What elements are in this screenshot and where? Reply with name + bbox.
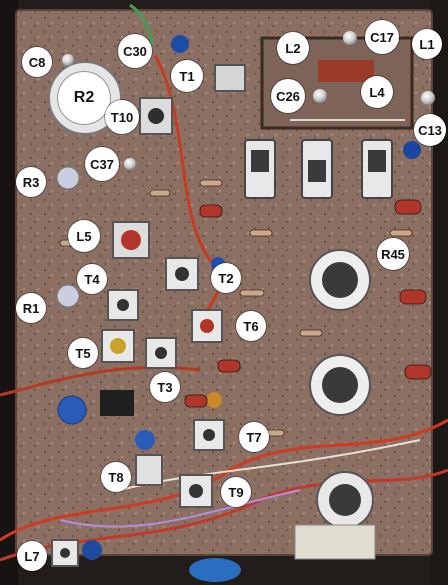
label-r1: R1 (16, 293, 46, 323)
label-t10: T10 (105, 100, 139, 134)
label-r45: R45 (377, 238, 409, 270)
label-c37: C37 (85, 147, 119, 181)
label-t4: T4 (77, 264, 107, 294)
label-t7: T7 (239, 422, 269, 452)
label-t6: T6 (236, 311, 266, 341)
label-l5: L5 (68, 220, 100, 252)
label-c30: C30 (118, 34, 152, 68)
label-t3: T3 (150, 372, 180, 402)
label-t5: T5 (68, 338, 98, 368)
label-t8: T8 (101, 462, 131, 492)
label-c8: C8 (22, 47, 52, 77)
label-c13: C13 (414, 114, 446, 146)
label-r2: R2 (58, 72, 110, 124)
label-l4: L4 (361, 76, 393, 108)
label-t2: T2 (211, 263, 241, 293)
label-t9: T9 (221, 477, 251, 507)
label-t1: T1 (171, 60, 203, 92)
label-l7: L7 (17, 541, 47, 571)
label-r3: R3 (16, 167, 46, 197)
label-c26: C26 (271, 79, 305, 113)
label-c17: C17 (365, 20, 399, 54)
label-l2: L2 (277, 32, 309, 64)
label-l1: L1 (412, 29, 442, 59)
